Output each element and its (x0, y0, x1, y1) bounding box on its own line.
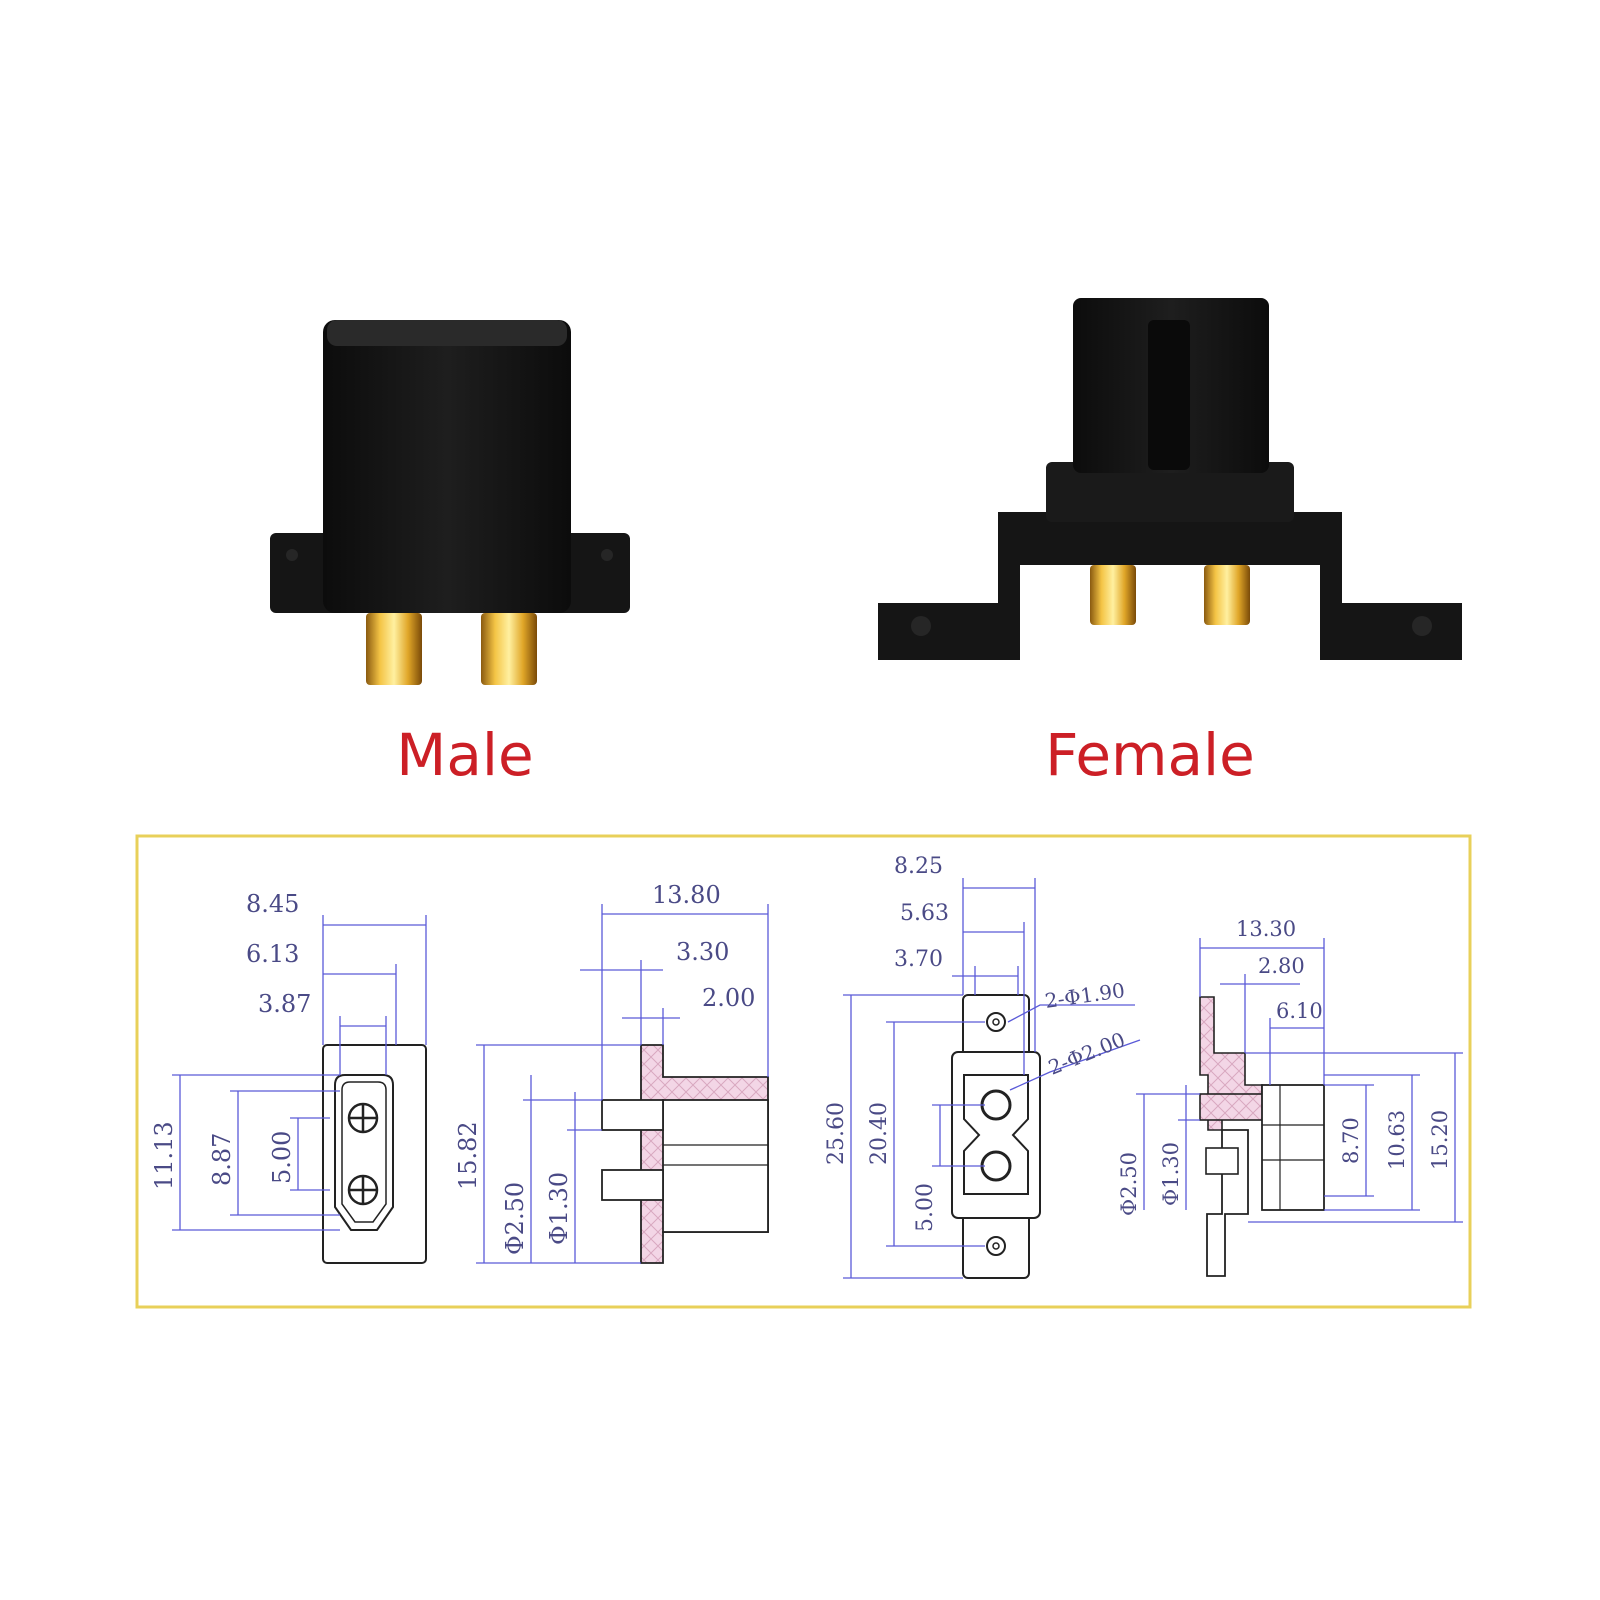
dim-female-width: 8.25 (894, 854, 943, 879)
male-caption: Male (396, 721, 534, 789)
dim-female-side-h2: 10.63 (1385, 1110, 1409, 1170)
dim-male-pin-dia-small: Φ1.30 (545, 1172, 573, 1245)
female-base-step (1046, 462, 1294, 522)
male-pin-left (366, 613, 422, 685)
dim-female-side-h3: 15.20 (1428, 1110, 1452, 1170)
male-front-view (172, 915, 427, 1264)
male-housing-top (327, 320, 567, 346)
male-flange-hole-left (286, 549, 298, 561)
dim-male-pin-dia: Φ2.50 (501, 1182, 529, 1255)
dim-female-inner-width: 5.63 (900, 901, 949, 926)
dim-female-side-pin-dia: Φ2.50 (1117, 1152, 1141, 1216)
male-pin-right (481, 613, 537, 685)
dim-male-height: 11.13 (150, 1121, 178, 1190)
female-mount-bracket (878, 512, 1462, 660)
dim-male-side-height: 15.82 (454, 1121, 482, 1190)
female-pin-right (1204, 565, 1250, 625)
dim-female-side-offset: 2.80 (1258, 954, 1305, 978)
dim-male-inner-width: 6.13 (246, 940, 299, 968)
dim-male-pin-pitch: 5.00 (268, 1131, 296, 1184)
dim-female-pin-pitch: 5.00 (913, 1183, 938, 1232)
female-mount-hole-right (1412, 616, 1432, 636)
dim-female-height: 25.60 (824, 1102, 849, 1165)
dim-female-side-pin-dia-small: Φ1.30 (1159, 1142, 1183, 1206)
dim-male-inner-height: 8.87 (208, 1133, 236, 1186)
female-caption: Female (1045, 721, 1255, 789)
female-side-view (1136, 938, 1463, 1277)
male-flange-hole-right (601, 549, 613, 561)
male-housing (323, 320, 571, 613)
female-mount-hole-left (911, 616, 931, 636)
dim-male-pin-spacing: 3.87 (258, 990, 311, 1018)
dim-male-offset: 3.30 (676, 938, 729, 966)
dim-male-width: 8.45 (246, 890, 299, 918)
female-pin-left (1090, 565, 1136, 625)
dim-female-hole-pitch: 20.40 (867, 1102, 892, 1165)
female-housing-groove (1148, 320, 1190, 470)
dim-male-length: 13.80 (652, 881, 721, 909)
dim-female-side-depth: 6.10 (1276, 999, 1323, 1023)
dim-female-side-h1: 8.70 (1339, 1117, 1363, 1164)
male-side-view (476, 904, 769, 1264)
male-connector (270, 320, 630, 685)
dim-female-pin-spacing: 3.70 (894, 947, 943, 972)
female-connector (878, 298, 1462, 660)
dim-female-side-length: 13.30 (1236, 917, 1296, 941)
female-front-view (843, 878, 1141, 1279)
dim-male-flange: 2.00 (702, 984, 755, 1012)
technical-drawing-frame (135, 834, 1472, 1309)
